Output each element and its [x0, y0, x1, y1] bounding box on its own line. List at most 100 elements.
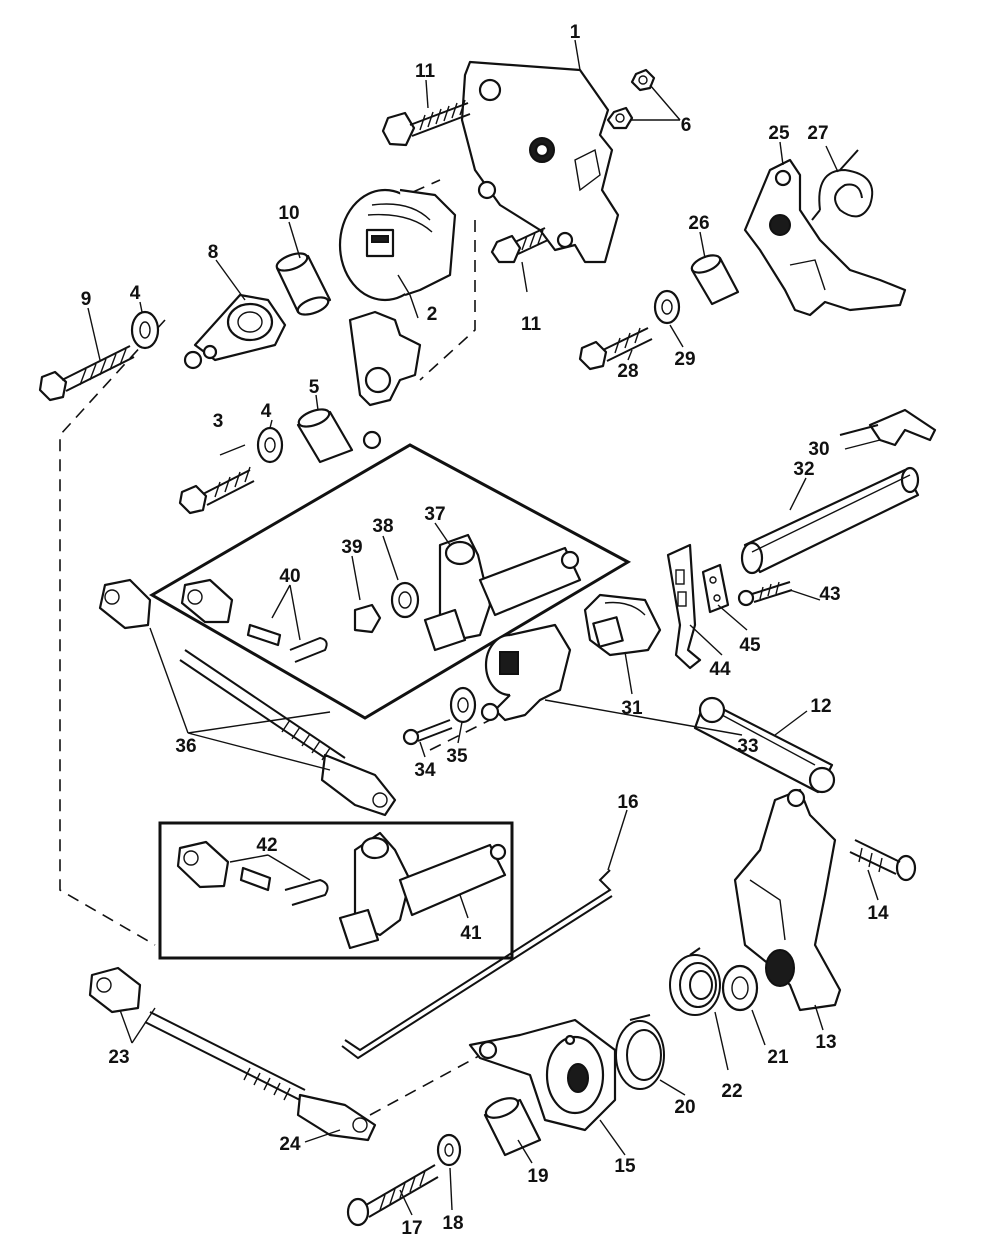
part-16-rod-edge	[341, 895, 613, 1060]
part-45-plate	[701, 563, 730, 614]
callout-38: 38	[372, 516, 393, 537]
part-42-rod-end	[176, 840, 329, 906]
callout-labels: 1 2 3 4 4 5 6 8 9 10 11 11 12 13 14 15 1…	[81, 22, 889, 1239]
part-35-washer-hole	[457, 697, 469, 713]
part-35-washer	[449, 686, 477, 724]
callout-6: 6	[681, 115, 692, 136]
part-8-arm	[183, 293, 287, 370]
callout-30: 30	[808, 439, 829, 460]
inset-box-upper	[149, 443, 632, 720]
callout-40: 40	[279, 566, 300, 587]
callout-10: 10	[278, 203, 299, 224]
callout-45: 45	[739, 635, 761, 656]
part-9-bolt	[38, 345, 135, 402]
part-18-washer	[436, 1133, 462, 1167]
part-44-strap	[666, 543, 702, 670]
part-5-bushing	[296, 408, 354, 464]
part-15-cam-plate	[468, 1018, 617, 1132]
callout-24: 24	[279, 1134, 301, 1155]
callout-4-upper: 4	[130, 283, 141, 304]
part-4-washer-upper-hole	[139, 321, 151, 339]
part-12-link	[693, 696, 836, 794]
part-11-bolt-lower	[490, 227, 549, 264]
part-4-washer-lower-hole	[264, 437, 276, 453]
callout-1: 1	[570, 22, 581, 43]
part-29-washer-hole	[661, 299, 673, 315]
part-18-washer-hole	[444, 1143, 454, 1157]
part-27-spring	[811, 149, 874, 221]
callout-41: 41	[460, 923, 482, 944]
callout-16: 16	[617, 792, 638, 813]
callout-36: 36	[175, 736, 196, 757]
callout-3: 3	[213, 411, 224, 432]
callout-15: 15	[614, 1156, 636, 1177]
callout-33: 33	[737, 736, 758, 757]
callout-43: 43	[819, 584, 840, 605]
callout-4-lower: 4	[261, 401, 272, 422]
part-40-rod-end	[180, 578, 328, 663]
part-20-spring	[615, 1014, 665, 1090]
leader-lines	[87, 39, 881, 1216]
part-38-bushing	[390, 581, 420, 619]
callout-32: 32	[793, 459, 814, 480]
callout-42: 42	[256, 835, 277, 856]
callout-35: 35	[446, 746, 468, 767]
part-26-bushing	[690, 254, 740, 306]
part-4-washer-upper	[130, 310, 160, 350]
callout-22: 22	[721, 1081, 742, 1102]
part-13-bracket	[733, 788, 842, 1012]
callout-27: 27	[807, 123, 828, 144]
part-19-bushing	[483, 1097, 542, 1157]
part-43-screw	[737, 581, 793, 607]
part-24-rod-end	[296, 1093, 377, 1142]
part-6-nuts	[606, 68, 656, 130]
part-33-arm	[480, 623, 572, 722]
part-16-rod	[344, 869, 612, 1052]
callout-14: 14	[867, 903, 889, 924]
part-29-washer	[653, 289, 681, 325]
part-2-cam	[338, 188, 457, 450]
part-4-washer-lower	[256, 426, 284, 464]
part-21-washer	[721, 964, 759, 1012]
part-14-screw	[849, 839, 917, 882]
part-39-clip	[353, 603, 382, 634]
part-21-washer-hole	[731, 976, 749, 1000]
callout-13: 13	[815, 1032, 836, 1053]
part-34-screw	[402, 719, 453, 746]
callout-11-upper: 11	[415, 61, 436, 82]
part-3-bolt	[178, 466, 255, 515]
callout-28: 28	[617, 361, 638, 382]
callout-17: 17	[401, 1218, 422, 1239]
callout-11-lower: 11	[521, 314, 542, 335]
callout-23: 23	[108, 1047, 129, 1068]
part-32-shaft	[740, 466, 920, 575]
callout-8: 8	[208, 242, 219, 263]
part-36-rod-assembly	[98, 578, 397, 817]
callout-9: 9	[81, 289, 92, 310]
part-11-bolt-upper	[381, 99, 471, 147]
part-41-arm	[338, 831, 507, 950]
callout-12: 12	[810, 696, 831, 717]
callout-25: 25	[768, 123, 790, 144]
callout-37: 37	[424, 504, 445, 525]
part-31-hub	[583, 593, 662, 657]
part-1-plate	[460, 60, 620, 264]
part-17-screw	[346, 1164, 439, 1227]
callout-18: 18	[442, 1213, 463, 1234]
callout-39: 39	[341, 537, 362, 558]
part-25-lever	[743, 158, 907, 317]
callout-34: 34	[414, 760, 436, 781]
callout-5: 5	[309, 377, 320, 398]
callout-2: 2	[427, 304, 438, 325]
callout-44: 44	[709, 659, 731, 680]
part-37-arm	[423, 533, 582, 652]
part-10-bushing	[275, 252, 332, 316]
inset-box-lower	[158, 821, 514, 960]
callout-26: 26	[688, 213, 709, 234]
part-22-spring	[669, 947, 721, 1016]
part-30-clip	[839, 408, 937, 447]
part-28-bolt	[578, 327, 653, 371]
callout-20: 20	[674, 1097, 695, 1118]
callout-31: 31	[621, 698, 643, 719]
